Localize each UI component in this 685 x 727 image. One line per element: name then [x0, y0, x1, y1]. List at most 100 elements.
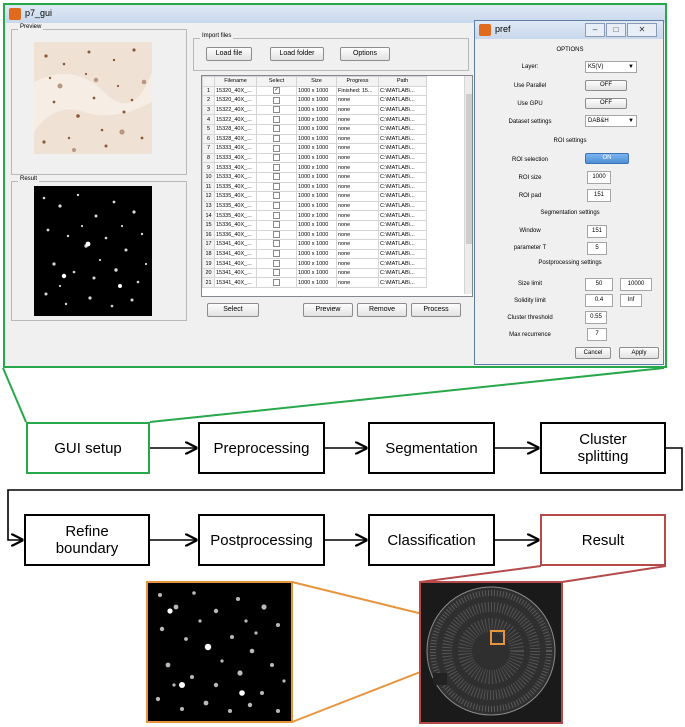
import-panel: Import files Load file Load folder Optio… [193, 33, 469, 71]
roi-selection-label: ROI selection [511, 157, 548, 163]
select-checkbox[interactable] [273, 106, 280, 114]
select-checkbox[interactable] [273, 154, 280, 162]
preview-button[interactable]: Preview [303, 303, 353, 317]
flow-label-segmentation: Segmentation [385, 439, 478, 457]
pref-close-icon[interactable]: ✕ [627, 23, 657, 37]
process-button[interactable]: Process [411, 303, 461, 317]
parameter-t-label: parameter T [513, 245, 547, 251]
select-checkbox[interactable] [273, 192, 280, 200]
select-checkbox[interactable] [273, 259, 280, 267]
parallel-toggle[interactable]: OFF [585, 80, 627, 91]
select-checkbox[interactable] [273, 221, 280, 229]
parallel-label: Use Parallel [513, 83, 547, 89]
green-projection-left [2, 367, 27, 423]
solidity-min-field[interactable]: 0.4 [585, 294, 613, 307]
roi-size-field[interactable]: 1000 [587, 171, 611, 184]
select-checkbox[interactable] [273, 269, 280, 277]
roi-pad-field[interactable]: 151 [587, 189, 611, 202]
options-button[interactable]: Options [340, 47, 390, 61]
select-button[interactable]: Select [207, 303, 259, 317]
select-checkbox[interactable] [273, 211, 280, 219]
size-limit-min-field[interactable]: 50 [585, 278, 613, 291]
size-limit-label: Size limit [517, 281, 542, 287]
layer-value: K5(V) [588, 64, 604, 70]
select-checkbox[interactable] [273, 240, 280, 248]
select-checkbox[interactable] [273, 230, 280, 238]
layer-dropdown[interactable]: K5(V) ▼ [585, 61, 637, 73]
select-checkbox[interactable] [273, 278, 280, 286]
preview-image [34, 42, 152, 154]
pref-window-title: pref [495, 24, 511, 34]
solidity-max-field[interactable]: Inf [620, 294, 642, 307]
dataset-value: DAB&H [588, 118, 609, 124]
select-checkbox[interactable] [273, 182, 280, 190]
flow-label-cluster-splitting: Cluster splitting [577, 431, 629, 465]
load-file-button[interactable]: Load file [206, 47, 252, 61]
load-folder-button[interactable]: Load folder [270, 47, 324, 61]
preview-label: Preview [18, 24, 44, 30]
red-projection-left [419, 565, 542, 583]
roi-selection-toggle[interactable]: ON [585, 153, 629, 164]
pref-window-buttons: – □ ✕ [584, 23, 657, 37]
main-window-title: p7_gui [25, 8, 53, 18]
cluster-threshold-label: Cluster threshold [507, 315, 553, 321]
max-recurrence-field[interactable]: 7 [587, 328, 607, 341]
cancel-button[interactable]: Cancel [575, 347, 611, 359]
flow-box-gui-setup: GUI setup [26, 422, 150, 474]
apply-button[interactable]: Apply [619, 347, 659, 359]
dataset-dropdown[interactable]: DAB&H▼ [585, 115, 637, 127]
roi-header: ROI settings [553, 138, 587, 144]
cell-path: C:\MATLAB\... [378, 277, 427, 289]
max-recurrence-label: Max recurrence [509, 332, 551, 338]
roi-size-label: ROI size [518, 175, 542, 181]
scrollbar-thumb[interactable] [466, 94, 472, 244]
zoomed-result-image [146, 581, 293, 723]
pref-maximize-icon[interactable]: □ [606, 23, 626, 37]
pref-minimize-icon[interactable]: – [585, 23, 605, 37]
select-checkbox[interactable] [273, 173, 280, 181]
select-checkbox[interactable]: ✓ [273, 86, 280, 94]
cluster-threshold-field[interactable]: 0.55 [585, 311, 607, 324]
flow-box-refine-boundary: Refine boundary [24, 514, 150, 566]
segmentation-header: Segmentation settings [540, 210, 600, 216]
flow-box-result: Result [540, 514, 666, 566]
flow-label-refine-boundary: Refine boundary [55, 523, 119, 557]
matlab-icon [9, 8, 21, 20]
red-projection-right [561, 565, 667, 583]
gpu-toggle[interactable]: OFF [585, 98, 627, 109]
size-limit-max-field[interactable]: 10000 [620, 278, 652, 291]
select-checkbox[interactable] [273, 135, 280, 142]
select-checkbox[interactable] [273, 202, 280, 210]
select-checkbox[interactable] [273, 96, 280, 104]
flow-label-result: Result [581, 531, 625, 549]
flow-label-postprocessing: Postprocessing [210, 531, 313, 549]
select-checkbox[interactable] [273, 144, 280, 152]
flow-box-cluster-splitting: Cluster splitting [540, 422, 666, 474]
solidity-label: Solidity limit [514, 298, 546, 304]
roi-pad-label: ROI pad [518, 193, 542, 199]
gpu-label: Use GPU [517, 101, 543, 107]
remove-button[interactable]: Remove [357, 303, 407, 317]
select-checkbox[interactable] [273, 163, 280, 171]
select-checkbox[interactable] [273, 250, 280, 258]
table-scrollbar[interactable] [464, 76, 472, 294]
parameter-t-field[interactable]: 5 [587, 242, 607, 255]
layer-label: Layer: [521, 64, 539, 70]
flow-label-classification: Classification [387, 531, 476, 549]
flow-label-preprocessing: Preprocessing [213, 439, 310, 457]
dataset-label: Dataset settings [508, 119, 552, 125]
preview-panel: Preview [11, 24, 187, 175]
whole-slide-result-image [419, 581, 563, 724]
select-checkbox[interactable] [273, 115, 280, 123]
green-projection-right [149, 367, 665, 423]
select-checkbox[interactable] [273, 125, 280, 133]
dropdown-arrow-icon: ▼ [628, 64, 634, 70]
window-field[interactable]: 151 [587, 225, 607, 238]
